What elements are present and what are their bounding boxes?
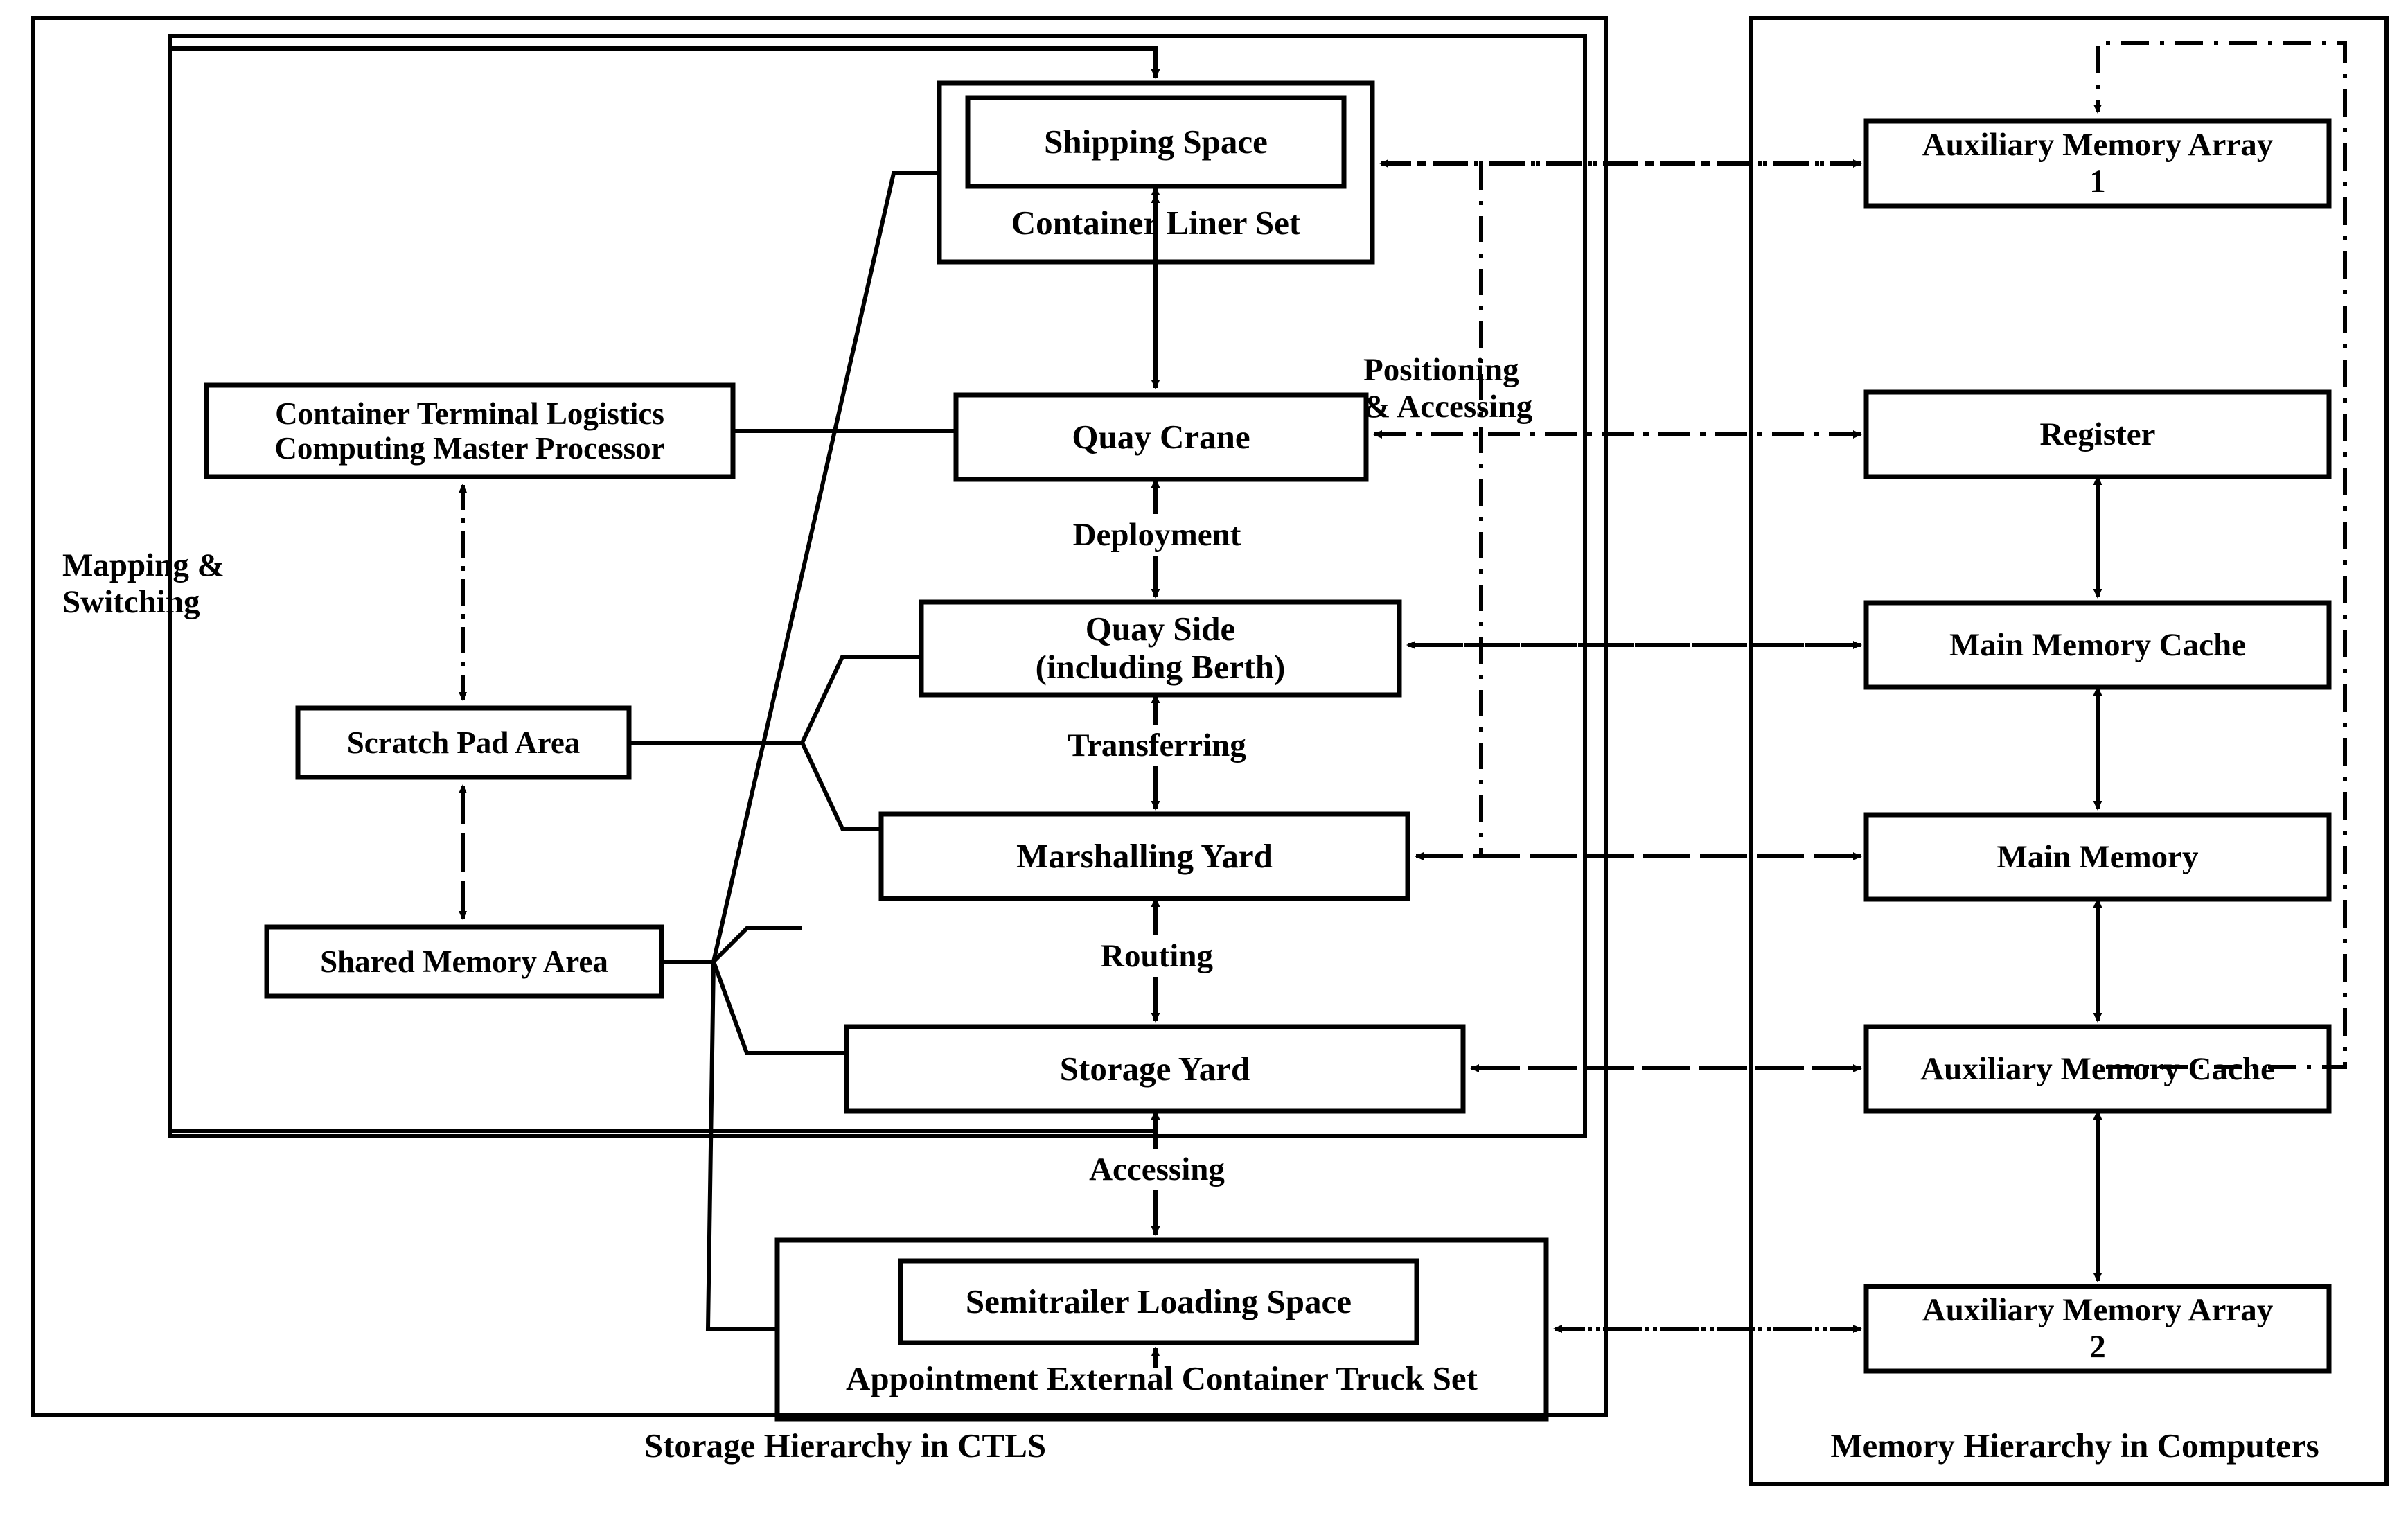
right-panel-frame — [1749, 16, 2389, 1486]
box-shared-memory — [264, 924, 664, 999]
box-aux-memory-cache — [1863, 1024, 2332, 1114]
box-aux-memory-array-2 — [1863, 1284, 2332, 1374]
box-aux-memory-array-1 — [1863, 118, 2332, 209]
box-scratch-pad — [295, 705, 632, 780]
line-sharedmem-branch — [662, 926, 847, 1055]
box-register — [1863, 389, 2332, 479]
box-storage-yard — [844, 1024, 1466, 1114]
box-truck-set-outer — [774, 1237, 1549, 1422]
box-semitrailer-space — [898, 1258, 1419, 1345]
left-outer-frame — [31, 16, 1608, 1417]
dashdot-bypass-loop — [2093, 41, 2347, 1069]
box-shipping-space — [965, 95, 1347, 189]
box-main-memory-cache — [1863, 600, 2332, 690]
line-sharedmem-to-shipping — [711, 171, 939, 962]
box-quay-side — [919, 599, 1402, 698]
box-master-processor — [204, 382, 736, 479]
box-main-memory — [1863, 812, 2332, 902]
line-top-feed — [172, 46, 1160, 79]
line-sharedmem-to-truckset — [705, 961, 777, 1331]
box-marshalling-yard — [878, 811, 1410, 901]
box-quay-crane — [953, 392, 1369, 482]
line-scratchpad-branch — [629, 655, 921, 831]
left-inner-frame — [168, 34, 1587, 1138]
